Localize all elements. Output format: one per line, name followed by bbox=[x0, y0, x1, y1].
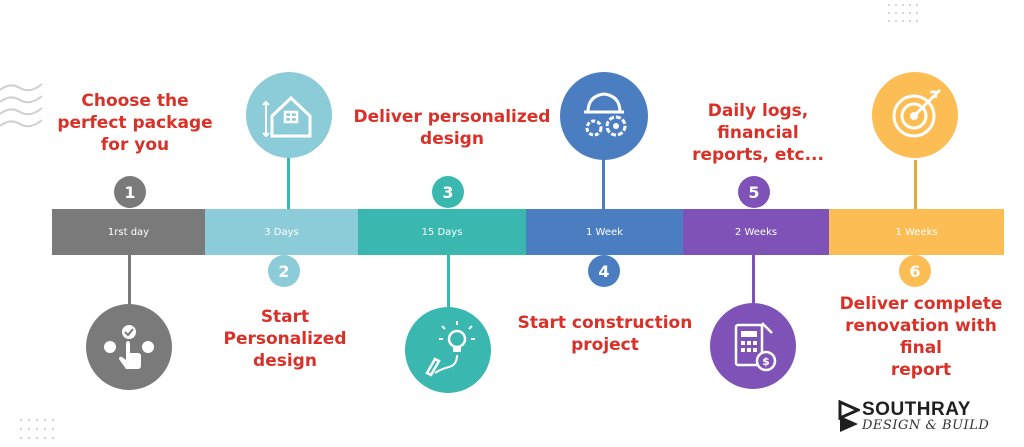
brand-tagline: DESIGN & BUILD bbox=[862, 418, 990, 433]
report-calculator-icon: $ bbox=[710, 303, 796, 389]
pen-idea-icon bbox=[405, 307, 491, 393]
timeline-segment-3: 15 Days bbox=[358, 209, 526, 255]
svg-text:$: $ bbox=[762, 355, 770, 368]
step-number-4: 4 bbox=[588, 255, 620, 287]
step-text-5: Daily logs, financial reports, etc... bbox=[692, 101, 824, 165]
stem-2 bbox=[287, 155, 290, 209]
stem-1 bbox=[128, 255, 131, 310]
target-arrow-icon bbox=[872, 72, 958, 158]
step-text-2: Start Personalized design bbox=[223, 307, 347, 371]
step-number-1: 1 bbox=[114, 176, 146, 208]
step-number-2: 2 bbox=[268, 255, 300, 287]
step-text-3: Deliver personalized design bbox=[353, 107, 551, 149]
step-text-6: Deliver complete renovation with final r… bbox=[839, 294, 1003, 380]
timeline-segment-5: 2 Weeks bbox=[683, 209, 829, 255]
timeline-segment-4: 1 Week bbox=[526, 209, 683, 255]
step-text-1: Choose the perfect package for you bbox=[57, 91, 213, 155]
step-number-6: 6 bbox=[899, 255, 931, 287]
decorative-waves-icon bbox=[0, 83, 43, 128]
timeline-segment-2: 3 Days bbox=[205, 209, 358, 255]
house-plan-icon bbox=[246, 72, 332, 158]
decorative-dots-top-icon bbox=[888, 4, 918, 22]
step-number-3: 3 bbox=[432, 176, 464, 208]
step-number-5: 5 bbox=[738, 176, 770, 208]
stem-5 bbox=[752, 255, 755, 307]
timeline-segment-6: 1 Weeks bbox=[829, 209, 1004, 255]
southray-logo-icon bbox=[838, 400, 860, 432]
step-text-4: Start construction project bbox=[517, 313, 693, 355]
decorative-dots-bottom-icon bbox=[20, 419, 54, 439]
timeline-segment-1: 1rst day bbox=[52, 209, 205, 255]
stem-6 bbox=[914, 160, 917, 209]
click-choice-icon bbox=[86, 304, 172, 390]
stem-4 bbox=[602, 158, 605, 209]
stem-3 bbox=[447, 255, 450, 313]
helmet-gears-icon bbox=[560, 72, 648, 160]
brand-name: SOUTHRAY bbox=[862, 399, 971, 420]
